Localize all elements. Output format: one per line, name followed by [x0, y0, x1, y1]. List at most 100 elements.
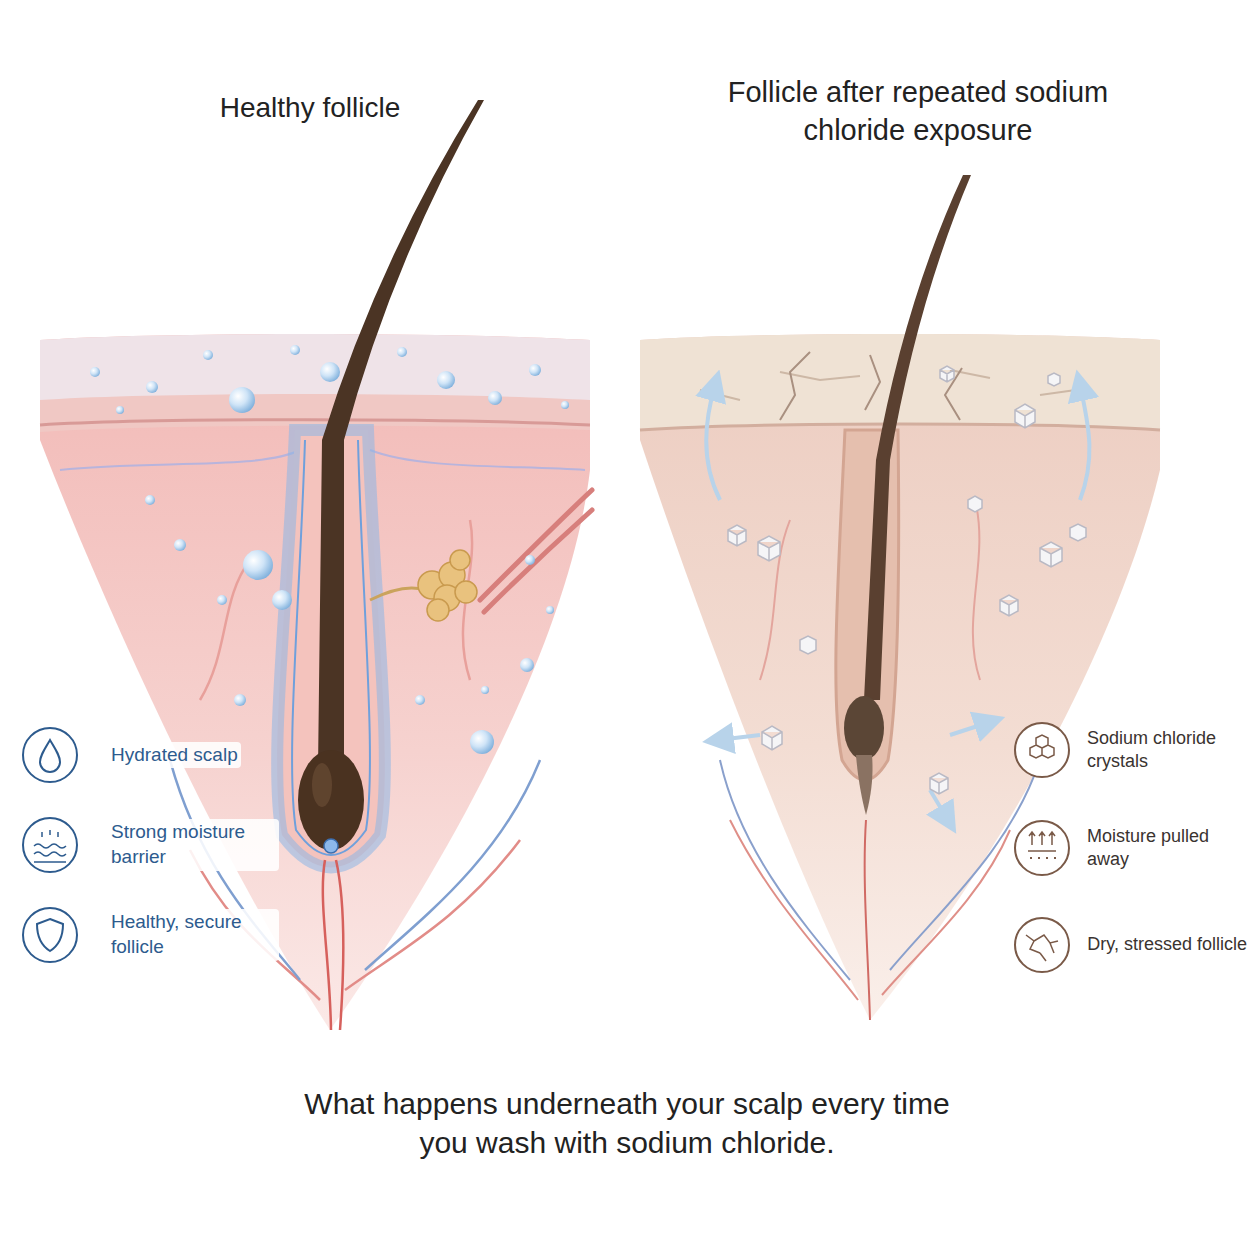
moisture-arrows — [1080, 385, 1089, 500]
salt-crystals — [762, 726, 782, 750]
arrector-muscle — [484, 510, 592, 612]
dry-tissue — [640, 334, 1160, 1020]
legend-icon — [1015, 723, 1069, 777]
legend-icon — [1030, 735, 1054, 758]
surface-cracks — [780, 352, 962, 420]
water-droplets — [470, 730, 494, 754]
water-droplets — [520, 658, 534, 672]
panel-heading: Healthy follicle — [120, 90, 500, 126]
water-droplets — [546, 606, 554, 614]
salt-crystals — [1040, 542, 1062, 567]
legend-text: Sodium chloride crystals — [1084, 726, 1250, 775]
salt-crystals — [940, 366, 954, 382]
legend-text: Hydrated scalp — [108, 742, 241, 769]
moisture-arrows — [706, 385, 720, 500]
healthy-tissue — [40, 334, 590, 1030]
water-droplets — [272, 590, 292, 610]
salt-crystals — [1015, 404, 1035, 428]
water-droplets — [203, 350, 213, 360]
salt-crystals — [968, 496, 982, 512]
hair-shaft — [318, 100, 484, 770]
hair-shaft — [298, 100, 484, 853]
legend-icon — [1026, 935, 1058, 961]
hair-shaft — [856, 755, 873, 815]
panel-heading: Follicle after repeated sodium chloride … — [718, 74, 1118, 149]
legend-icon — [1015, 918, 1069, 972]
blood-vessels — [730, 820, 1010, 1000]
legend-icon — [42, 830, 58, 837]
hair-shaft — [298, 750, 364, 850]
arrector-muscle — [480, 490, 592, 612]
legend-icon — [23, 728, 77, 782]
moisture-arrows — [950, 722, 990, 735]
legend-icon — [40, 740, 60, 772]
legend-icon — [23, 728, 77, 962]
legend-icon — [37, 919, 63, 951]
follicle-sheath — [836, 430, 899, 780]
salt-crystals — [800, 636, 816, 654]
water-droplets — [90, 367, 100, 377]
hair-shaft — [312, 763, 332, 807]
legend-icon — [23, 908, 77, 962]
salt-crystals — [728, 366, 1086, 794]
sebaceous-gland — [427, 599, 449, 621]
moisture-arrows — [718, 735, 760, 740]
salt-crystals — [728, 525, 746, 546]
legend-icon — [1015, 821, 1069, 875]
sebaceous-gland — [450, 550, 470, 570]
sebaceous-gland — [370, 588, 425, 600]
sebaceous-gland — [455, 581, 477, 603]
blood-vessels — [323, 860, 331, 1030]
water-droplets — [229, 387, 255, 413]
water-droplets — [90, 345, 569, 754]
legend-text: Dry, stressed follicle — [1084, 932, 1250, 957]
legend-text: Strong moisture barrier — [108, 819, 279, 870]
water-droplets — [174, 539, 186, 551]
water-droplets — [234, 694, 246, 706]
surface-cracks — [865, 355, 880, 410]
water-droplets — [488, 391, 502, 405]
water-droplets — [217, 595, 227, 605]
hair-shaft — [324, 839, 338, 853]
blood-vessels — [336, 860, 343, 1030]
dry-tissue — [640, 424, 1160, 430]
salt-crystals — [1070, 524, 1086, 541]
follicle-sheath — [836, 430, 899, 780]
blood-vessels — [865, 820, 870, 1020]
legend-icon — [1028, 832, 1056, 851]
surface-cracks — [780, 352, 810, 420]
legend-icon — [23, 818, 77, 872]
legend-icon — [34, 844, 66, 862]
water-droplets — [529, 364, 541, 376]
water-droplets — [116, 406, 124, 414]
moisture-arrows — [706, 385, 1089, 820]
water-droplets — [320, 362, 340, 382]
legend-icon — [1015, 723, 1069, 972]
water-droplets — [561, 401, 569, 409]
sebaceous-gland — [370, 550, 477, 621]
dry-tissue — [640, 334, 1160, 1020]
water-droplets — [415, 695, 425, 705]
legend-icon — [1030, 857, 1056, 859]
water-droplets — [525, 555, 535, 565]
hair-shaft — [864, 175, 971, 700]
caption: What happens underneath your scalp every… — [297, 1084, 957, 1162]
blood-vessels — [720, 760, 1040, 980]
salt-crystals — [930, 773, 948, 794]
water-droplets — [437, 371, 455, 389]
water-droplets — [481, 686, 489, 694]
legend-text: Healthy, secure follicle — [108, 909, 279, 960]
water-droplets — [290, 345, 300, 355]
water-droplets — [146, 381, 158, 393]
salt-crystals — [1000, 595, 1018, 616]
salt-crystals — [1048, 373, 1060, 386]
legend-text: Moisture pulled away — [1084, 824, 1250, 873]
salt-crystals — [758, 536, 780, 561]
healthy-tissue — [40, 334, 590, 1030]
water-droplets — [145, 495, 155, 505]
hair-shaft — [844, 696, 884, 760]
hair-shaft — [844, 175, 971, 815]
water-droplets — [243, 550, 273, 580]
